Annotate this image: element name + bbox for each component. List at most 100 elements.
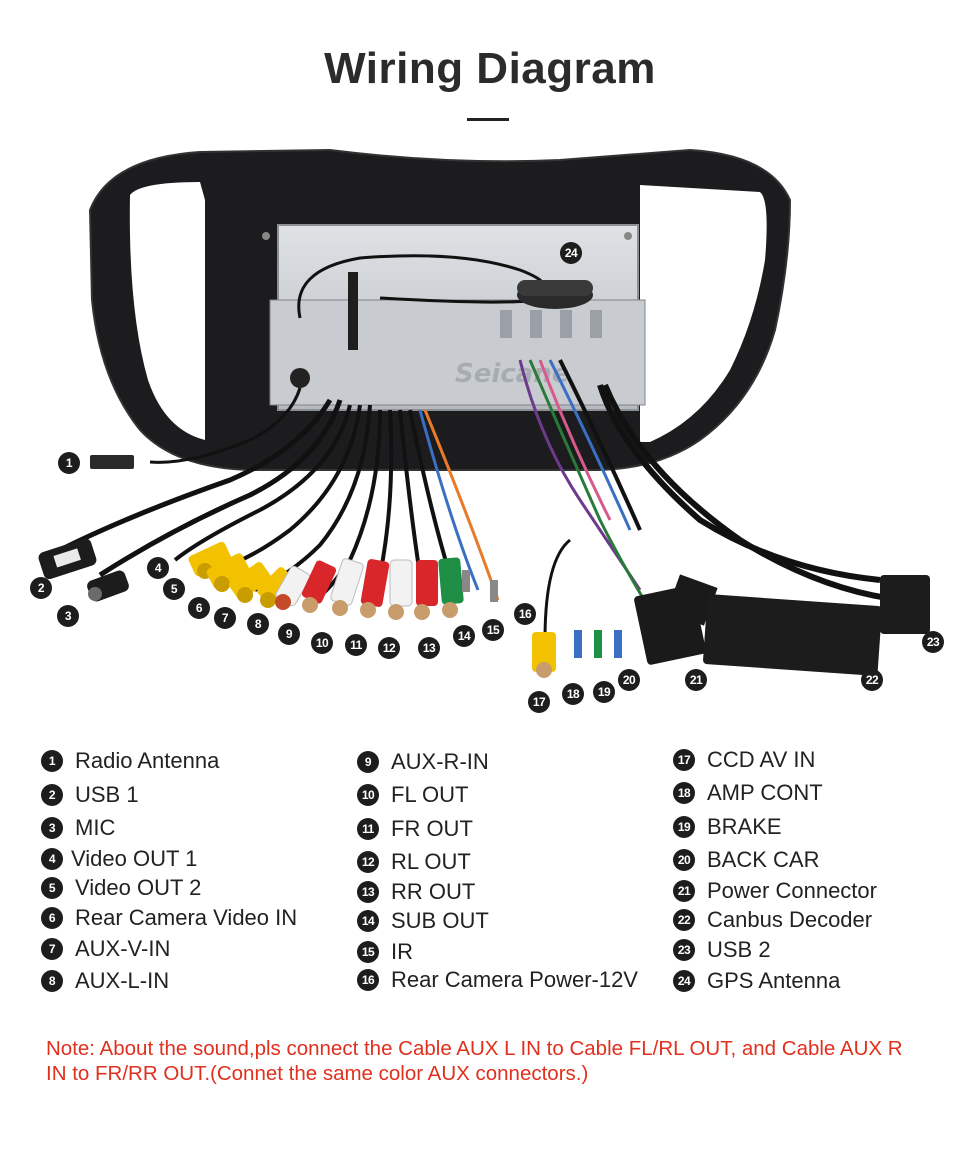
legend-label: AUX-V-IN	[75, 936, 171, 961]
legend-badge: 20	[673, 849, 695, 871]
legend-item-24: 24 GPS Antenna	[673, 967, 840, 995]
legend-label: BACK CAR	[707, 847, 820, 872]
legend-label: GPS Antenna	[707, 968, 841, 993]
legend-badge: 12	[357, 851, 379, 873]
legend-label: SUB OUT	[391, 908, 489, 933]
marker-23: 23	[922, 631, 944, 653]
legend-label: IR	[391, 939, 413, 964]
gps-cable	[297, 254, 549, 319]
marker-12: 12	[378, 637, 400, 659]
legend-item-2: 2 USB 1	[41, 781, 139, 809]
legend-badge: 11	[357, 818, 379, 840]
legend-item-1: 1 Radio Antenna	[41, 747, 219, 775]
marker-11: 11	[345, 634, 367, 656]
legend-badge: 3	[41, 817, 63, 839]
legend-label: Video OUT 1	[71, 846, 198, 871]
legend-badge: 14	[357, 910, 379, 932]
legend-item-10: 10 FL OUT	[357, 781, 468, 809]
legend-item-6: 6 Rear Camera Video IN	[41, 904, 297, 932]
marker-20: 20	[618, 669, 640, 691]
marker-22: 22	[861, 669, 883, 691]
legend-item-13: 13 RR OUT	[357, 878, 475, 906]
legend-item-21: 21 Power Connector	[673, 877, 877, 905]
marker-19: 19	[593, 681, 615, 703]
legend-badge: 2	[41, 784, 63, 806]
legend-item-20: 20 BACK CAR	[673, 846, 819, 874]
legend-badge: 4	[41, 848, 63, 870]
legend-label: MIC	[75, 815, 116, 840]
legend-badge: 22	[673, 909, 695, 931]
legend-label: Canbus Decoder	[707, 907, 873, 932]
marker-5: 5	[163, 578, 185, 600]
frame-left-opening	[129, 182, 205, 440]
radio-antenna-connector	[90, 455, 134, 469]
page-title: Wiring Diagram	[324, 44, 656, 93]
marker-10: 10	[311, 632, 333, 654]
legend-item-14: 14 SUB OUT	[357, 907, 489, 935]
legend-item-9: 9 AUX-R-IN	[357, 748, 489, 776]
chassis-back-plate	[269, 299, 646, 406]
legend-item-16: 16 Rear Camera Power-12V	[357, 966, 638, 994]
legend-item-17: 17 CCD AV IN	[673, 746, 815, 774]
marker-24: 24	[560, 242, 582, 264]
marker-2: 2	[30, 577, 52, 599]
legend-item-3: 3 MIC	[41, 814, 115, 842]
legend-label: AMP CONT	[707, 780, 823, 805]
legend-label: AUX-R-IN	[391, 749, 489, 774]
legend-label: Power Connector	[707, 878, 877, 903]
marker-16: 16	[514, 603, 536, 625]
ccd-av-in-connector	[532, 632, 556, 672]
legend-item-15: 15 IR	[357, 938, 413, 966]
marker-6: 6	[188, 597, 210, 619]
marker-1: 1	[58, 452, 80, 474]
legend-badge: 13	[357, 881, 379, 903]
marker-7: 7	[214, 607, 236, 629]
legend-label: BRAKE	[707, 814, 782, 839]
legend-badge: 5	[41, 877, 63, 899]
legend-item-22: 22 Canbus Decoder	[673, 906, 872, 934]
marker-4: 4	[147, 557, 169, 579]
legend-label: CCD AV IN	[707, 747, 816, 772]
legend-item-19: 19 BRAKE	[673, 813, 782, 841]
marker-9: 9	[278, 623, 300, 645]
legend-badge: 18	[673, 782, 695, 804]
wifi-antenna	[348, 272, 358, 350]
legend-item-8: 8 AUX-L-IN	[41, 967, 169, 995]
canbus-decoder-box	[703, 594, 882, 676]
rca-connector-group	[188, 541, 498, 620]
legend-item-7: 7 AUX-V-IN	[41, 935, 170, 963]
legend-item-12: 12 RL OUT	[357, 848, 471, 876]
legend-badge: 1	[41, 750, 63, 772]
legend-badge: 16	[357, 969, 379, 991]
frame-right-opening	[640, 185, 767, 442]
legend-badge: 7	[41, 938, 63, 960]
legend-badge: 15	[357, 941, 379, 963]
wiring-diagram-illustration: Seicane	[38, 148, 930, 678]
title-underline	[467, 118, 509, 121]
marker-3: 3	[57, 605, 79, 627]
legend-item-23: 23 USB 2	[673, 936, 771, 964]
marker-14: 14	[453, 625, 475, 647]
legend-badge: 23	[673, 939, 695, 961]
legend-label: RR OUT	[391, 879, 476, 904]
legend-label: AUX-L-IN	[75, 968, 170, 993]
legend-badge: 21	[673, 880, 695, 902]
legend-badge: 24	[673, 970, 695, 992]
legend-label: FL OUT	[391, 782, 469, 807]
legend-item-4: 4 Video OUT 1	[41, 845, 197, 873]
marker-15: 15	[482, 619, 504, 641]
marker-18: 18	[562, 683, 584, 705]
legend-label: Video OUT 2	[75, 875, 202, 900]
legend-badge: 8	[41, 970, 63, 992]
legend-label: FR OUT	[391, 816, 473, 841]
legend-label: RL OUT	[391, 849, 471, 874]
marker-21: 21	[685, 669, 707, 691]
legend-label: Rear Camera Video IN	[75, 905, 298, 930]
legend-label: Radio Antenna	[75, 748, 220, 773]
legend-item-11: 11 FR OUT	[357, 815, 473, 843]
legend-item-18: 18 AMP CONT	[673, 779, 823, 807]
legend-badge: 9	[357, 751, 379, 773]
legend-item-5: 5 Video OUT 2	[41, 874, 201, 902]
legend-badge: 17	[673, 749, 695, 771]
legend-label: USB 2	[707, 937, 771, 962]
